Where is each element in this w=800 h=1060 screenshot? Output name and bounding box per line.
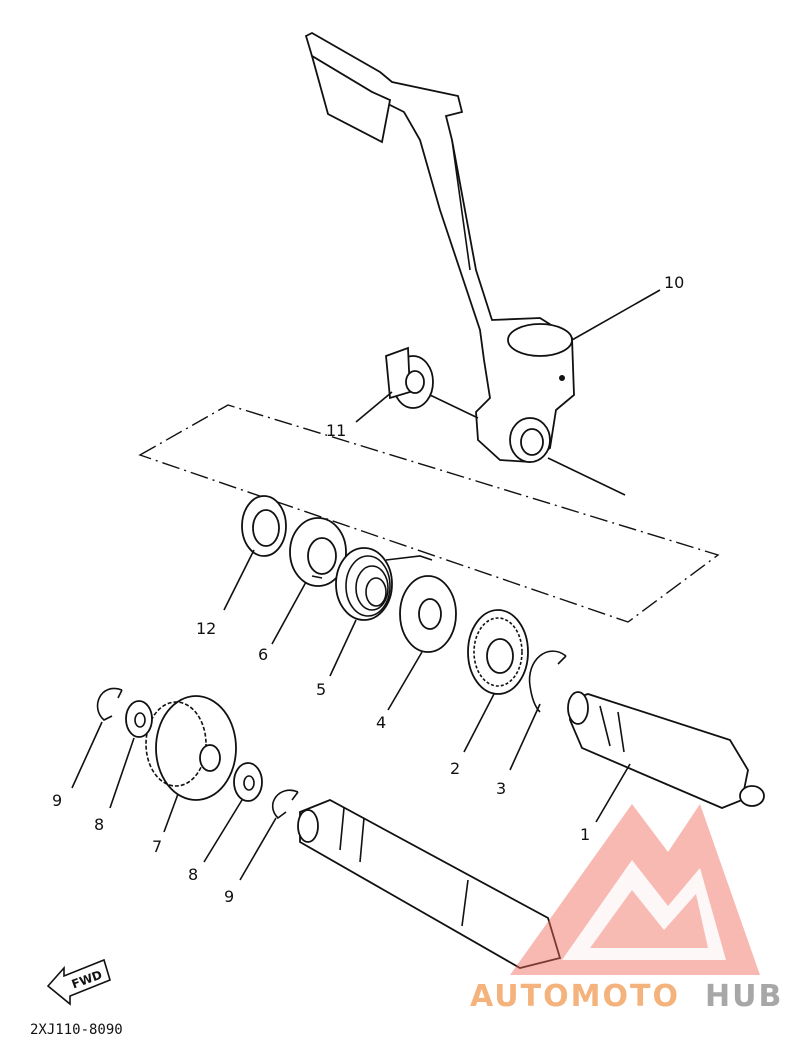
kick-idle-gear [145,695,237,801]
circlip-right [272,789,299,820]
fwd-arrow-icon: FWD [46,958,111,1006]
plain-washer [399,575,457,653]
callout-6: 6 [258,645,268,664]
diagram-code: 2XJ110-8090 [30,1022,123,1038]
washer-left-hole [134,712,146,728]
axis-line-10 [547,457,626,496]
washer-left [125,700,153,738]
callout-7: 7 [152,837,162,856]
callout-12: 12 [196,619,216,638]
watermark-brand-part2: HUB [705,979,783,1014]
callout-8-right: 8 [188,865,198,884]
spring-guide [289,517,347,587]
kick-axle [567,691,765,809]
axis-line-11 [429,394,479,419]
bolt [385,346,434,409]
callout-1: 1 [580,825,590,844]
washer-right-hole [243,775,255,791]
oil-seal [241,495,287,557]
callouts: 10 11 12 6 5 4 2 3 1 9 8 7 8 9 [52,273,684,906]
callout-8-left: 8 [94,815,104,834]
callout-5: 5 [316,680,326,699]
callout-3: 3 [496,779,506,798]
ratchet-wheel [467,609,529,695]
callout-4: 4 [376,713,386,732]
circlip [528,650,567,713]
torsion-spring [335,547,433,621]
group-outline [138,404,720,623]
watermark-logo-icon [510,804,760,975]
watermark-brand-part1: AUTOMOTO [470,979,680,1014]
main-shaft [297,799,562,969]
callout-2: 2 [450,759,460,778]
callout-9-left: 9 [52,791,62,810]
callout-10: 10 [664,273,684,292]
callout-11: 11 [326,421,346,440]
circlip-left [96,687,123,721]
kick-lever [304,31,575,463]
watermark-text: AUTOMOTO HUB [470,979,783,1014]
callout-9-right: 9 [224,887,234,906]
washer-right [233,762,263,802]
